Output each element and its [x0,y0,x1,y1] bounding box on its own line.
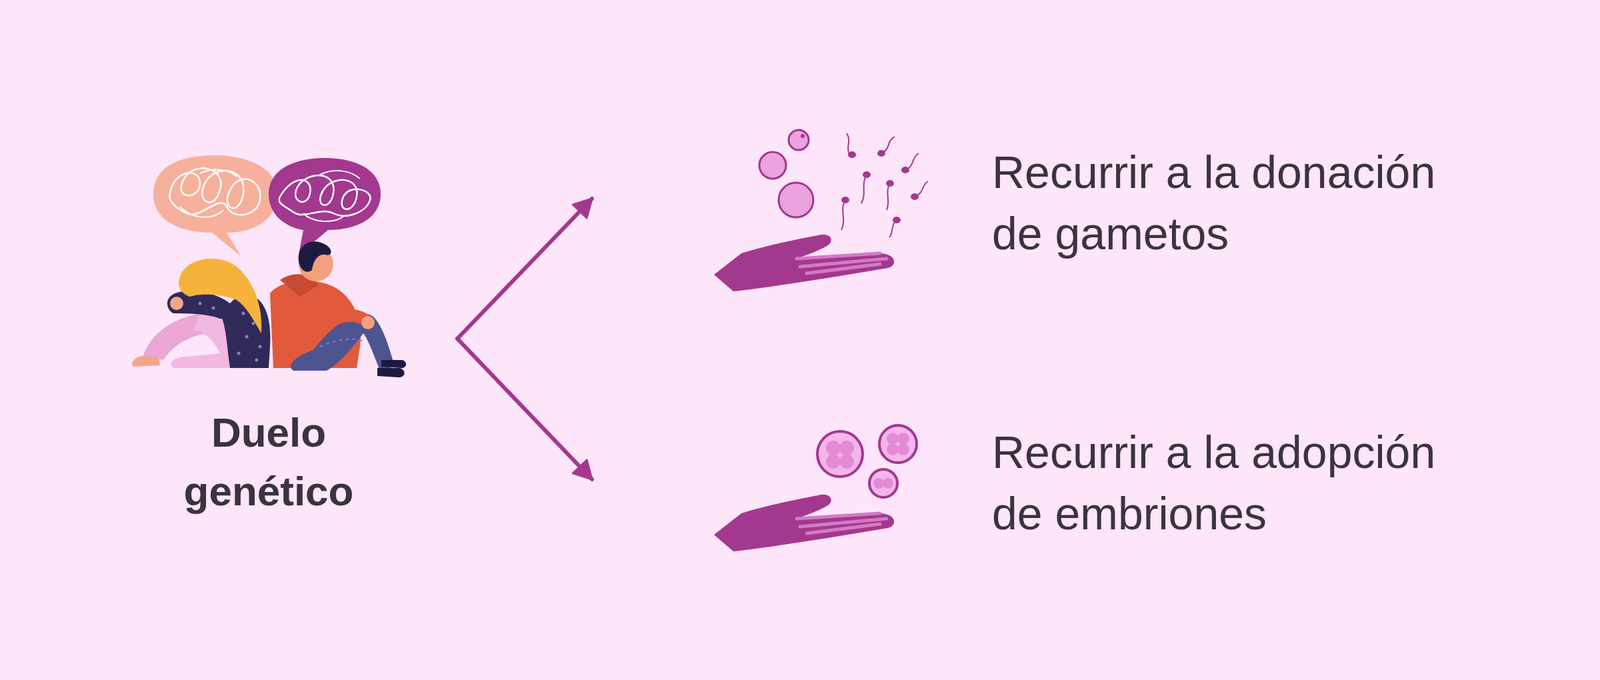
grief-node: Duelo genético [120,146,458,534]
split-arrow [457,198,592,339]
hand-with-embryos [714,425,917,552]
woman-figure [132,258,270,368]
node-label: Recurrir a la adopción de embriones [992,421,1466,544]
option-node: Recurrir a la adopción de embriones [593,400,1480,574]
node-label: Recurrir a la donación de gametos [992,141,1466,264]
hand-with-gametes [714,130,928,292]
man-figure [270,241,406,378]
option-node: Recurrir a la donación de gametos [593,126,1480,300]
thought-bubbles [153,155,381,257]
split-arrow [457,338,592,480]
node-label: Duelo genético [162,403,376,521]
